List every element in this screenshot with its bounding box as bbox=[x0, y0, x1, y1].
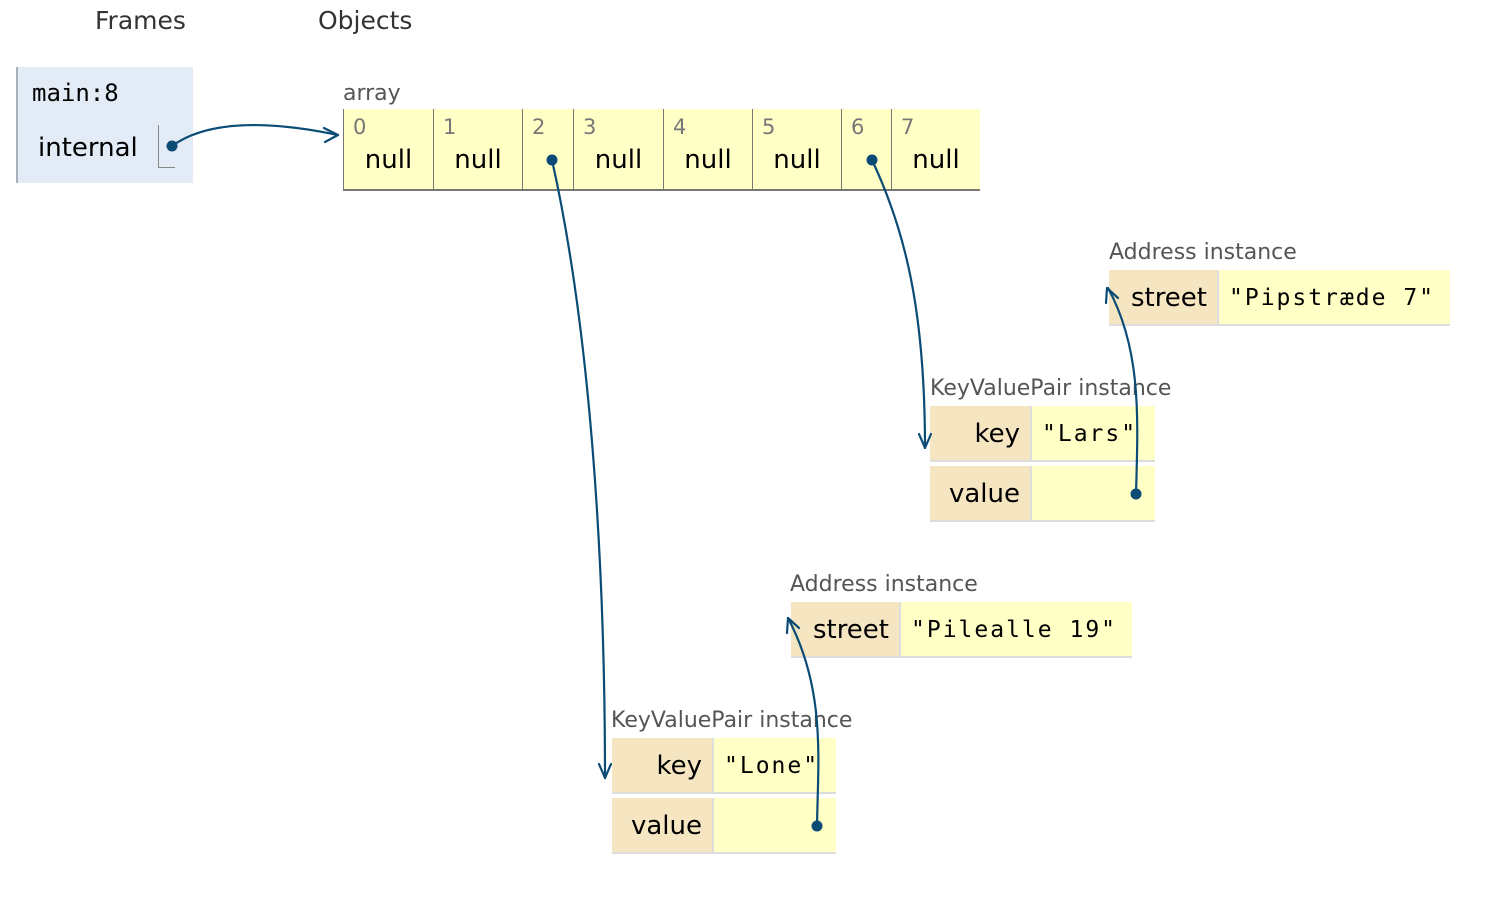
array-value: null bbox=[364, 145, 413, 175]
array-cell-2: 2 bbox=[522, 109, 573, 191]
array-value: null bbox=[594, 145, 643, 175]
variable-name-internal: internal bbox=[38, 133, 138, 163]
array-cell-1: 1 null bbox=[433, 109, 522, 191]
array-value: null bbox=[773, 145, 821, 175]
array-index: 5 bbox=[762, 115, 776, 139]
array-cell-7: 7 null bbox=[891, 109, 980, 191]
keyvaluepair-instance-label: KeyValuePair instance bbox=[930, 376, 1172, 401]
array-value: null bbox=[684, 145, 732, 175]
array-cell-5: 5 null bbox=[752, 109, 841, 191]
field-value-pointer bbox=[712, 798, 836, 854]
keyvaluepair-instance-label: KeyValuePair instance bbox=[611, 708, 853, 733]
array-index: 3 bbox=[583, 115, 597, 139]
array-value: null bbox=[454, 145, 502, 175]
frames-header: Frames bbox=[95, 6, 186, 35]
stack-frame-main: main:8 internal bbox=[16, 67, 193, 183]
field-value-street: "Pipstræde 7" bbox=[1217, 270, 1450, 326]
address-instance-label: Address instance bbox=[1109, 240, 1297, 265]
frame-title: main:8 bbox=[32, 79, 119, 107]
pointer-array6-to-lars bbox=[870, 158, 927, 450]
array-cell-4: 4 null bbox=[663, 109, 752, 191]
field-value-key: "Lone" bbox=[712, 738, 836, 794]
field-value-key: "Lars" bbox=[1030, 406, 1155, 462]
field-name-key: key bbox=[930, 406, 1030, 462]
field-name-street: street bbox=[1109, 270, 1217, 326]
array-label: array bbox=[343, 81, 401, 106]
address-instance-label: Address instance bbox=[790, 572, 978, 597]
field-name-key: key bbox=[612, 738, 712, 794]
pointer-internal-to-array bbox=[170, 124, 340, 148]
field-value-pointer bbox=[1030, 466, 1155, 522]
array-value: null bbox=[912, 145, 960, 175]
field-name-value: value bbox=[930, 466, 1030, 522]
field-name-value: value bbox=[612, 798, 712, 854]
pointer-array2-to-lone bbox=[550, 158, 607, 780]
array-index: 2 bbox=[532, 115, 546, 139]
field-name-street: street bbox=[791, 602, 899, 658]
array-index: 6 bbox=[851, 115, 865, 139]
array-cell-6: 6 bbox=[841, 109, 891, 191]
arrowhead-icon bbox=[322, 126, 340, 144]
array-index: 4 bbox=[673, 115, 687, 139]
array-index: 1 bbox=[443, 115, 457, 139]
array-index: 0 bbox=[353, 115, 367, 139]
array-index: 7 bbox=[901, 115, 915, 139]
array-cell-0: 0 null bbox=[343, 109, 433, 191]
array-cell-3: 3 null bbox=[573, 109, 663, 191]
objects-header: Objects bbox=[318, 6, 413, 35]
field-value-street: "Pilealle 19" bbox=[899, 602, 1132, 658]
arrowhead-icon bbox=[597, 762, 613, 780]
variable-pointer-cell bbox=[158, 125, 175, 168]
